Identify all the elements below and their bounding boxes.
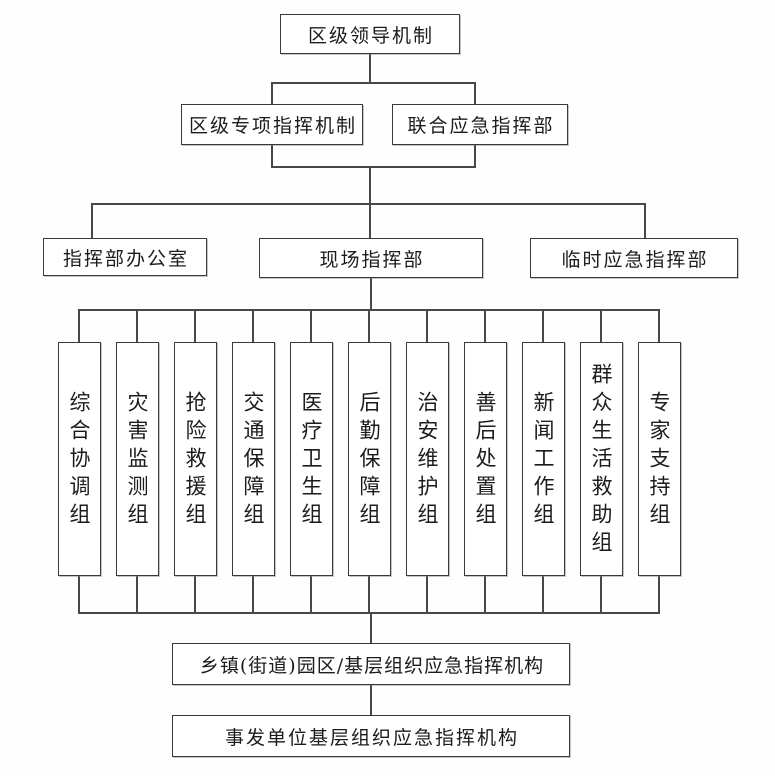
connector-line	[600, 576, 602, 614]
connector-line	[370, 685, 372, 715]
node-onsite-command: 现场指挥部	[259, 238, 483, 278]
connector-line	[474, 82, 476, 105]
node-temporary-command: 临时应急指挥部	[530, 238, 738, 278]
node-group-medical-health: 医疗卫生组	[289, 342, 333, 576]
node-joint-emergency-command: 联合应急指挥部	[392, 104, 568, 145]
connector-line	[474, 145, 476, 168]
connector-line	[370, 612, 372, 643]
node-township-grassroots-command: 乡镇(街道)园区/基层组织应急指挥机构	[172, 643, 570, 685]
connector-line	[658, 576, 660, 614]
connector-line	[91, 203, 646, 205]
node-group-logistics-support: 后勤保障组	[347, 342, 391, 576]
connector-line	[194, 309, 196, 342]
connector-line	[78, 309, 80, 342]
node-district-leadership: 区级领导机制	[280, 14, 460, 54]
connector-line	[369, 166, 371, 238]
node-group-public-security: 治安维护组	[405, 342, 449, 576]
node-group-emergency-rescue: 抢险救援组	[173, 342, 217, 576]
connector-line	[369, 54, 371, 83]
connector-line	[644, 203, 646, 238]
connector-line	[91, 203, 93, 238]
connector-line	[600, 309, 602, 342]
connector-line	[368, 576, 370, 614]
node-group-disaster-monitoring: 灾害监测组	[115, 342, 159, 576]
node-group-comprehensive-coordination: 综合协调组	[57, 342, 101, 576]
connector-line	[426, 576, 428, 614]
connector-line	[272, 82, 476, 84]
connector-line	[368, 309, 370, 342]
connector-line	[78, 576, 80, 614]
node-special-command: 区级专项指挥机制	[181, 104, 363, 145]
connector-line	[426, 309, 428, 342]
node-group-aftermath-disposal: 善后处置组	[463, 342, 507, 576]
connector-line	[658, 309, 660, 342]
node-incident-unit-command: 事发单位基层组织应急指挥机构	[172, 715, 570, 757]
connector-line	[271, 82, 273, 105]
connector-line	[310, 576, 312, 614]
node-group-traffic-support: 交通保障组	[231, 342, 275, 576]
connector-line	[272, 166, 476, 168]
connector-line	[271, 145, 273, 168]
connector-line	[484, 309, 486, 342]
node-command-office: 指挥部办公室	[43, 238, 207, 276]
connector-line	[136, 576, 138, 614]
connector-line	[136, 309, 138, 342]
node-group-news-work: 新闻工作组	[521, 342, 565, 576]
connector-line	[542, 576, 544, 614]
connector-line	[78, 612, 660, 614]
connector-line	[484, 576, 486, 614]
node-group-mass-life-relief: 群众生活救助组	[579, 342, 623, 576]
connector-line	[310, 309, 312, 342]
connector-line	[194, 576, 196, 614]
connector-line	[252, 576, 254, 614]
connector-line	[542, 309, 544, 342]
connector-line	[252, 309, 254, 342]
connector-line	[370, 278, 372, 311]
node-group-expert-support: 专家支持组	[637, 342, 681, 576]
